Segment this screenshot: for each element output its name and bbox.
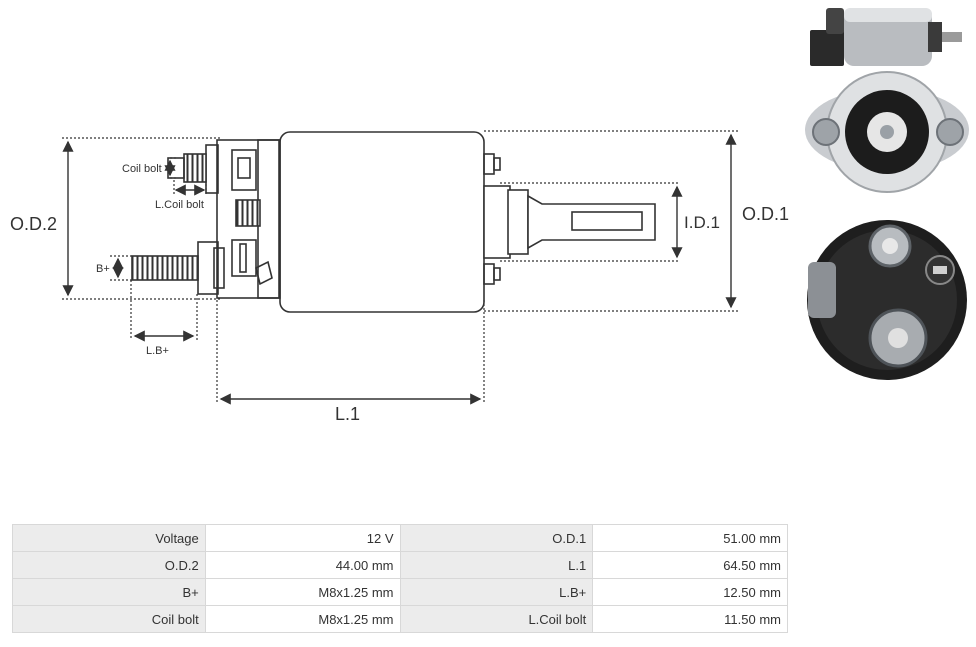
product-photo-front [805,71,969,193]
od1-label: O.D.1 [742,204,789,224]
id1-label: I.D.1 [684,213,720,232]
spec-value: 11.50 mm [592,605,788,633]
table-row: Voltage 12 V O.D.1 51.00 mm [12,524,788,552]
table-row: Coil bolt M8x1.25 mm L.Coil bolt 11.50 m… [12,605,788,633]
spec-value: M8x1.25 mm [204,578,401,606]
product-photos [805,8,969,380]
spec-value: M8x1.25 mm [204,605,401,633]
table-row: O.D.2 44.00 mm L.1 64.50 mm [12,551,788,579]
specs-table: Voltage 12 V O.D.1 51.00 mm O.D.2 44.00 … [12,524,788,633]
product-photo-rear [807,220,967,380]
spec-value: 12.50 mm [592,578,788,606]
spec-value: 51.00 mm [592,524,788,552]
spec-value: 44.00 mm [204,551,401,579]
spec-key: Voltage [12,524,206,552]
table-row: B+ M8x1.25 mm L.B+ 12.50 mm [12,578,788,606]
spec-key: L.Coil bolt [399,605,594,633]
spec-key: Coil bolt [12,605,206,633]
solenoid-outline [131,131,656,313]
product-photo-side [810,8,962,66]
extension-lines [62,130,738,402]
l1-label: L.1 [335,404,360,424]
l-coil-bolt-label: L.Coil bolt [155,199,204,211]
solenoid-dimension-drawing: O.D.2 O.D.1 I.D.1 L.1 B+ L.B+ Coil bolt … [10,130,789,424]
spec-key: B+ [12,578,206,606]
od2-label: O.D.2 [10,214,57,234]
spec-value: 64.50 mm [592,551,788,579]
lbplus-label: L.B+ [146,345,169,357]
dimension-arrows [62,133,737,405]
bplus-label: B+ [96,263,110,275]
spec-key: L.1 [399,551,594,579]
spec-key: L.B+ [399,578,594,606]
coil-bolt-label: Coil bolt [122,163,162,175]
spec-value: 12 V [204,524,401,552]
spec-key: O.D.2 [12,551,206,579]
spec-key: O.D.1 [399,524,594,552]
